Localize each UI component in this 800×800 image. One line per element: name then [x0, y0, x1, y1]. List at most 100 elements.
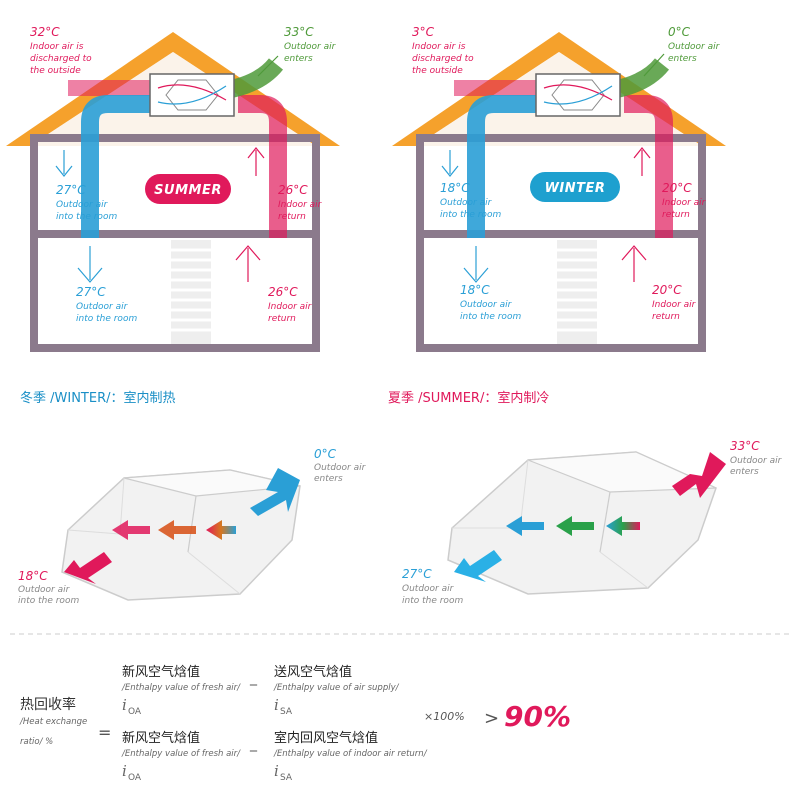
svg-text:enters: enters [284, 54, 313, 64]
den-right-en: /Enthalpy value of indoor air return/ [273, 749, 428, 759]
den-right-sub: SA [280, 773, 293, 783]
winter-out-label: 18°C Outdoor air into the room [18, 569, 79, 606]
svg-text:Indoor air: Indoor air [278, 200, 323, 210]
svg-text:18°C: 18°C [18, 569, 48, 583]
num-minus: _ [249, 670, 258, 686]
svg-text:0°C: 0°C [668, 25, 691, 39]
formula: 热回收率 /Heat exchange ratio/ % = 新风空气焓值 /E… [19, 664, 571, 783]
den-minus: _ [249, 736, 258, 752]
den-right-sym: i [274, 762, 279, 780]
svg-text:return: return [662, 210, 690, 220]
summer-intake-label: 33°C Outdoor air enters [284, 25, 337, 64]
svg-text:Outdoor air: Outdoor air [402, 584, 455, 594]
num-right-sym: i [274, 696, 279, 714]
formula-gt: > [484, 708, 499, 729]
svg-text:33°C: 33°C [284, 25, 314, 39]
svg-text:into the room: into the room [402, 596, 463, 606]
winter-in-label: 0°C Outdoor air enters [314, 447, 367, 484]
svg-text:into the room: into the room [460, 312, 521, 322]
svg-text:26°C: 26°C [278, 183, 308, 197]
svg-text:Outdoor air: Outdoor air [668, 42, 721, 52]
winter-pill: WINTER [530, 172, 620, 202]
svg-text:Outdoor air: Outdoor air [440, 198, 493, 208]
svg-text:enters: enters [730, 467, 759, 477]
svg-text:0°C: 0°C [314, 447, 337, 461]
svg-text:into the room: into the room [56, 212, 117, 222]
svg-text:Indoor air: Indoor air [662, 198, 707, 208]
winter-exhaust-label: 3°C Indoor air is discharged to the outs… [412, 25, 474, 76]
svg-text:into the room: into the room [440, 210, 501, 220]
winter-lower-supply-label: 18°C Outdoor air into the room [460, 283, 521, 322]
den-left-sub: OA [128, 773, 142, 783]
winter-intake-label: 0°C Outdoor air enters [668, 25, 721, 64]
svg-text:Outdoor air: Outdoor air [76, 302, 129, 312]
num-right-en: /Enthalpy value of air supply/ [273, 683, 400, 693]
svg-text:Indoor air is: Indoor air is [412, 42, 466, 52]
svg-text:return: return [278, 212, 306, 222]
formula-equals: = [98, 723, 111, 742]
svg-text:20°C: 20°C [662, 181, 692, 195]
svg-text:discharged to: discharged to [412, 54, 474, 64]
summer-lower-return-label: 26°C Indoor air return [268, 285, 313, 324]
svg-text:Outdoor air: Outdoor air [18, 585, 71, 595]
num-left-sym: i [122, 696, 127, 714]
svg-text:discharged to: discharged to [30, 54, 92, 64]
winter-intake-pointer [643, 53, 665, 77]
svg-text:the outside: the outside [30, 66, 81, 76]
svg-text:Outdoor air: Outdoor air [56, 200, 109, 210]
summer-pill: SUMMER [145, 174, 231, 204]
den-right-cn: 室内回风空气焓值 [274, 730, 378, 746]
svg-text:Outdoor air: Outdoor air [460, 300, 513, 310]
summer-upper-return-label: 26°C Indoor air return [278, 183, 323, 222]
summer-exhaust-label: 32°C Indoor air is discharged to the out… [30, 25, 92, 76]
svg-text:Outdoor air: Outdoor air [730, 456, 783, 466]
svg-text:return: return [652, 312, 680, 322]
svg-text:into the room: into the room [18, 596, 79, 606]
winter-upper-supply-label: 18°C Outdoor air into the room [440, 181, 501, 220]
svg-text:27°C: 27°C [402, 567, 432, 581]
summer-intake-pointer [257, 55, 279, 77]
den-left-cn: 新风空气焓值 [122, 730, 200, 746]
summer-upper-supply-label: 27°C Outdoor air into the room [56, 183, 117, 222]
svg-text:27°C: 27°C [56, 183, 86, 197]
svg-text:Indoor air: Indoor air [652, 300, 697, 310]
summer-flow-arrows [454, 452, 726, 582]
summer-in-label: 33°C Outdoor air enters [730, 439, 783, 477]
den-left-en: /Enthalpy value of fresh air/ [121, 749, 241, 759]
svg-text:26°C: 26°C [268, 285, 298, 299]
svg-text:Indoor air: Indoor air [268, 302, 313, 312]
den-left-sym: i [122, 762, 127, 780]
svg-text:3°C: 3°C [412, 25, 435, 39]
svg-text:return: return [268, 314, 296, 324]
svg-text:20°C: 20°C [652, 283, 682, 297]
num-left-en: /Enthalpy value of fresh air/ [121, 683, 241, 693]
svg-text:18°C: 18°C [440, 181, 470, 195]
svg-text:enters: enters [668, 54, 697, 64]
svg-text:33°C: 33°C [730, 439, 760, 453]
num-right-cn: 送风空气焓值 [274, 664, 352, 680]
winter-upper-return-label: 20°C Indoor air return [662, 181, 707, 220]
summer-out-label: 27°C Outdoor air into the room [402, 567, 463, 606]
formula-label-en-2: ratio/ % [20, 737, 53, 747]
formula-label-cn: 热回收率 [20, 696, 76, 713]
formula-times: ×100% [424, 710, 465, 723]
svg-text:enters: enters [314, 474, 343, 484]
winter-pill-label: WINTER [545, 181, 606, 196]
winter-flow-arrows [64, 468, 300, 584]
svg-text:32°C: 32°C [30, 25, 60, 39]
svg-text:Indoor air is: Indoor air is [30, 42, 84, 52]
svg-text:into the room: into the room [76, 314, 137, 324]
num-right-sub: SA [280, 707, 293, 717]
svg-text:Outdoor air: Outdoor air [284, 42, 337, 52]
formula-label-en-1: /Heat exchange [19, 717, 87, 727]
winter-lower-return-label: 20°C Indoor air return [652, 283, 697, 322]
svg-text:the outside: the outside [412, 66, 463, 76]
svg-text:18°C: 18°C [460, 283, 490, 297]
summer-section-heading: 夏季 /SUMMER/：室内制冷 [388, 390, 549, 406]
formula-result: 90% [504, 700, 571, 733]
summer-lower-supply-label: 27°C Outdoor air into the room [76, 285, 137, 324]
num-left-sub: OA [128, 707, 142, 717]
summer-pill-label: SUMMER [154, 183, 222, 198]
svg-text:27°C: 27°C [76, 285, 106, 299]
winter-heat-exchanger [61, 469, 301, 601]
